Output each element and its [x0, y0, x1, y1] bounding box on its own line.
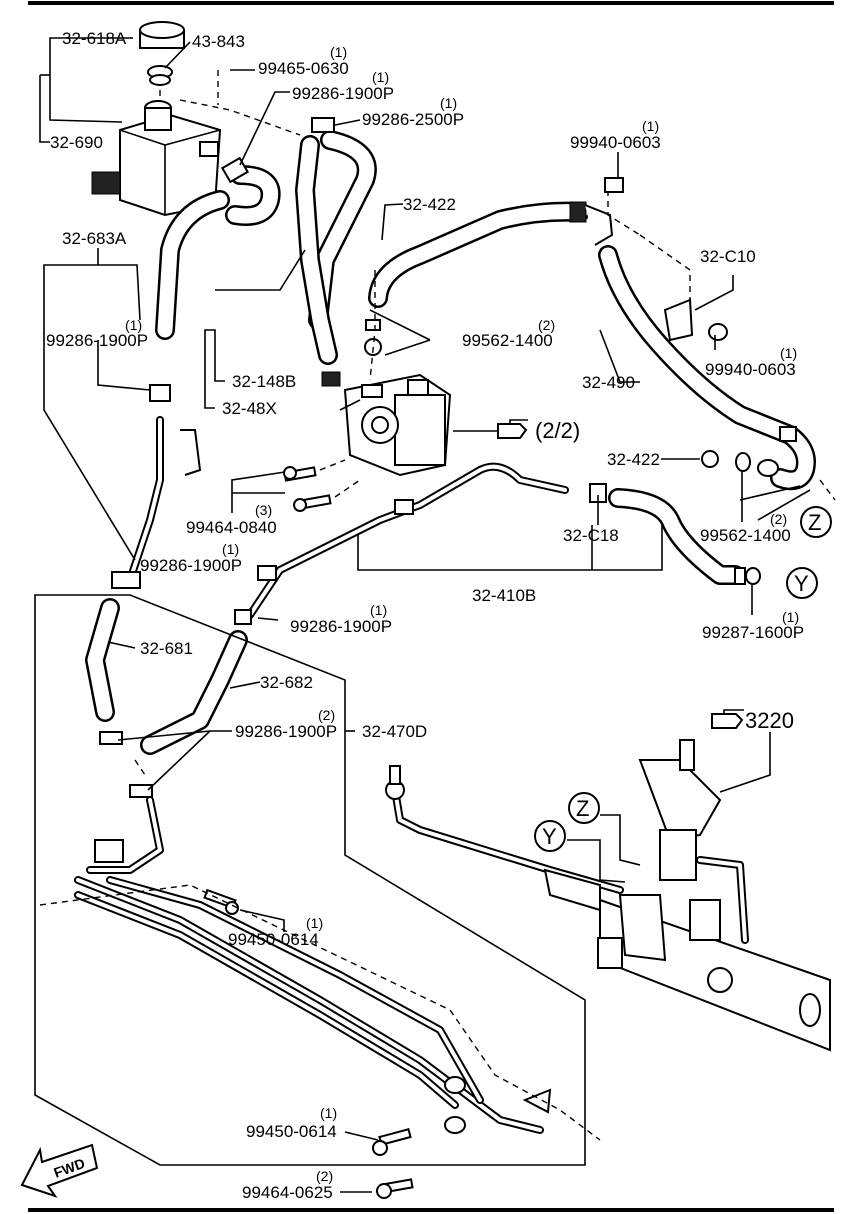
cooler-pipe-32-470D — [74, 839, 552, 1199]
gear-dashed-link-z — [819, 479, 836, 501]
marker-y-gear-text: Y — [542, 824, 557, 849]
label-32-490: 32-490 — [582, 373, 635, 392]
pointer-hand-icon — [711, 709, 744, 729]
label-99286-1900P-c: 99286-1900P — [140, 556, 242, 575]
label-99450-0614-b: 99450-0614 — [246, 1122, 337, 1141]
qty-99286-1900P-a: (1) — [372, 69, 389, 85]
qty-99562-1400-a: (2) — [538, 317, 555, 333]
label-99450-0614-a: 99450-0614 — [228, 930, 319, 949]
return-pipe-32-683A — [111, 384, 202, 589]
qty-99562-1400-b: (2) — [770, 511, 787, 527]
pointer-hand-icon — [497, 419, 528, 439]
label-99286-1900P-e: 99286-1900P — [235, 722, 337, 741]
marker-z-gear-text: Z — [576, 796, 589, 821]
reservoir-hoses — [155, 117, 377, 365]
label-32-148B: 32-148B — [232, 372, 296, 391]
return-hose-32-410B — [234, 462, 761, 625]
label-page-ref-2-2: (2/2) — [535, 418, 580, 443]
marker-z-right-text: Z — [808, 510, 821, 535]
qty-99286-2500P: (1) — [440, 95, 457, 111]
qty-99464-0840: (3) — [255, 502, 272, 518]
label-99286-1900P-d: 99286-1900P — [290, 617, 392, 636]
qty-99940-0603-a: (1) — [642, 118, 659, 134]
cooler-dashed-outline — [39, 884, 601, 1141]
reservoir-dashed-link — [179, 99, 301, 136]
label-99286-2500P: 99286-2500P — [362, 110, 464, 129]
marker-y-right: Y — [786, 567, 818, 599]
steering-gear-3220 — [385, 739, 831, 1052]
label-32-618A: 32-618A — [62, 29, 127, 48]
label-32-C18: 32-C18 — [563, 526, 619, 545]
label-32-C10: 32-C10 — [700, 247, 756, 266]
label-32-690: 32-690 — [50, 133, 103, 152]
part-labels: 32-618A 43-843 (1) 99465-0630 (1) 99286-… — [46, 29, 804, 1202]
qty-99286-1900P-b: (1) — [125, 317, 142, 333]
pressure-hose-32-490 — [368, 177, 816, 491]
label-99464-0840: 99464-0840 — [186, 518, 277, 537]
qty-99286-1900P-c: (1) — [222, 541, 239, 557]
qty-99465-0630: (1) — [330, 44, 347, 60]
label-32-682: 32-682 — [260, 673, 313, 692]
marker-y-right-text: Y — [794, 571, 809, 596]
reservoir-group — [91, 21, 222, 217]
clamp-dashed-link — [134, 759, 146, 776]
qty-99286-1900P-e: (2) — [318, 707, 335, 723]
cooler-group-outline — [34, 594, 586, 1166]
label-32-422-b: 32-422 — [607, 450, 660, 469]
label-32-48X: 32-48X — [222, 399, 277, 418]
qty-99450-0614-a: (1) — [306, 915, 323, 931]
label-99562-1400-a: 99562-1400 — [462, 331, 553, 350]
power-steering-pump — [321, 319, 452, 477]
label-99286-1900P-a: 99286-1900P — [292, 84, 394, 103]
label-32-681: 32-681 — [140, 639, 193, 658]
pump-bolts — [283, 450, 751, 512]
qty-99940-0603-b: (1) — [780, 345, 797, 361]
qty-99286-1900P-d: (1) — [370, 602, 387, 618]
label-32-422-a: 32-422 — [403, 195, 456, 214]
qty-99464-0625: (2) — [316, 1168, 333, 1184]
label-99287-1600P: 99287-1600P — [702, 623, 804, 642]
marker-z-right: Z — [800, 506, 832, 538]
label-32-470D: 32-470D — [362, 722, 427, 741]
cooler-hoses — [85, 598, 248, 874]
fwd-arrow-icon: FWD — [20, 1143, 99, 1198]
pump-dashed-link — [369, 270, 376, 381]
label-99940-0603-b: 99940-0603 — [705, 360, 796, 379]
qty-99287-1600P: (1) — [782, 609, 799, 625]
label-32-410B: 32-410B — [472, 586, 536, 605]
label-32-683A: 32-683A — [62, 229, 127, 248]
label-99286-1900P-b: 99286-1900P — [46, 331, 148, 350]
leader-lines — [39, 37, 811, 1193]
marker-y-gear: Y — [534, 820, 566, 852]
marker-z-gear: Z — [568, 792, 600, 824]
label-43-843: 43-843 — [192, 32, 245, 51]
label-99464-0625: 99464-0625 — [242, 1183, 333, 1202]
label-99940-0603-a: 99940-0603 — [570, 133, 661, 152]
label-99465-0630: 99465-0630 — [258, 59, 349, 78]
label-3220: 3220 — [745, 708, 794, 733]
label-99562-1400-b: 99562-1400 — [700, 526, 791, 545]
qty-99450-0614-b: (1) — [320, 1105, 337, 1121]
